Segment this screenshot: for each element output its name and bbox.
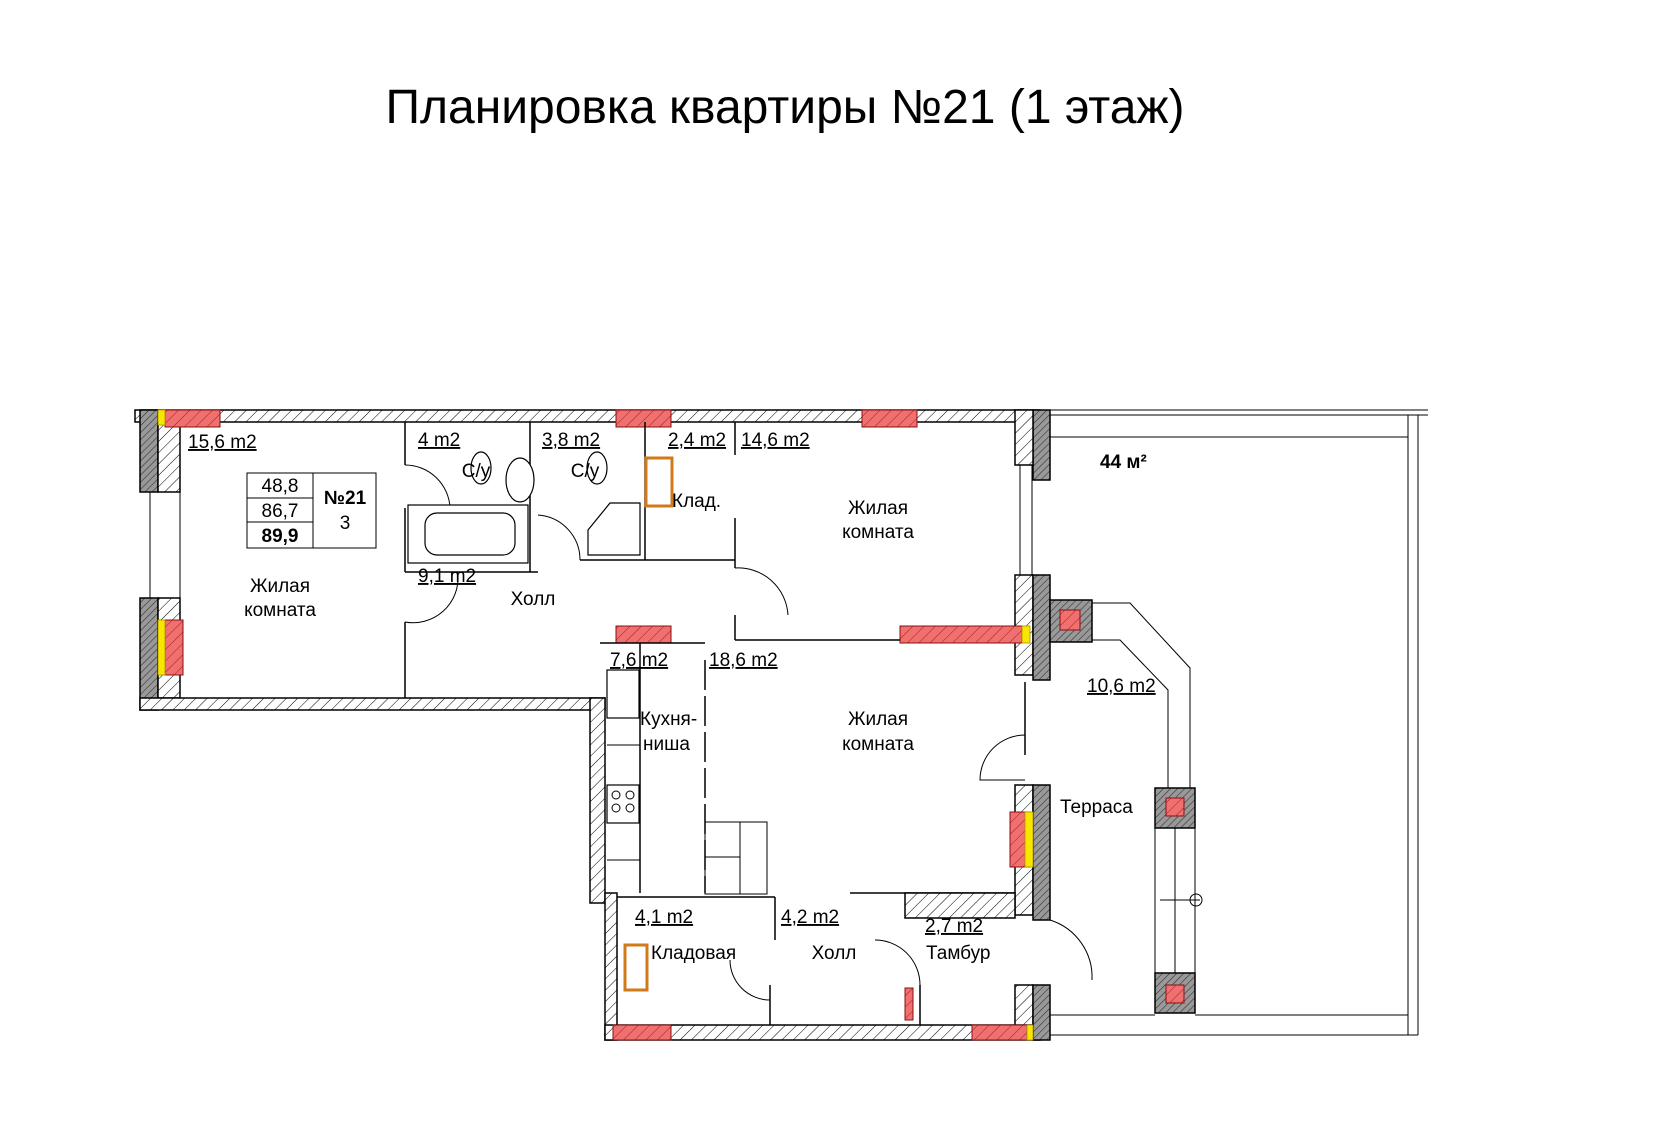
total-with-terrace-value: 89,9 [262, 526, 299, 547]
kitchen-sink-icon [606, 669, 640, 719]
stove-icon [606, 784, 640, 824]
area-labels: 15,6 m2 4 m2 3,8 m2 2,4 m2 14,6 m2 9,1 m… [188, 430, 1156, 937]
rooms-count: 3 [340, 513, 351, 534]
toilet-icon [586, 451, 608, 485]
area-label: 3,8 m2 [542, 430, 600, 451]
room-name: Кладовая [651, 943, 736, 964]
room-labels: Жилая комната С/у С/у Клад. Жилая комнат… [244, 461, 1133, 964]
area-label: 10,6 m2 [1087, 676, 1156, 697]
area-label: 4,1 m2 [635, 907, 693, 928]
sink-icon [505, 457, 535, 503]
page-title: Планировка квартиры №21 (1 этаж) [385, 81, 1185, 134]
fixtures [407, 451, 768, 992]
area-label: 14,6 m2 [741, 430, 810, 451]
area-label: 2,7 m2 [925, 916, 983, 937]
interior-walls [404, 422, 1026, 1025]
room-name: комната [244, 600, 316, 621]
terrace-total-area: 44 м² [1100, 452, 1147, 473]
room-name: Терраса [1060, 797, 1133, 818]
room-name: комната [842, 734, 914, 755]
room-name: ниша [643, 734, 690, 755]
room-name: С/у [462, 461, 491, 482]
storage-cabinet-icon [623, 943, 649, 992]
area-label: 4 m2 [418, 430, 460, 451]
area-label: 9,1 m2 [418, 566, 476, 587]
room-name: Жилая [848, 498, 908, 519]
total-area-value: 86,7 [262, 501, 299, 522]
windows [157, 409, 1034, 1041]
living-area-value: 48,8 [262, 476, 299, 497]
doors [404, 464, 1093, 1001]
terrace: 44 м² [1049, 409, 1428, 1036]
room-name: комната [842, 522, 914, 543]
room-name: Холл [511, 589, 556, 610]
room-name: Тамбур [926, 943, 991, 964]
apartment-number: №21 [324, 488, 367, 509]
room-name: Жилая [250, 576, 310, 597]
shower-icon [587, 502, 641, 556]
area-label: 2,4 m2 [668, 430, 726, 451]
toilet-icon [470, 451, 492, 485]
room-name: Клад. [672, 491, 721, 512]
room-name: С/у [571, 461, 600, 482]
area-label: 4,2 m2 [781, 907, 839, 928]
storage-cabinet-icon [644, 456, 674, 508]
room-name: Холл [812, 943, 857, 964]
area-label: 18,6 m2 [709, 650, 778, 671]
apartment-info-table: 48,8 86,7 89,9 №21 3 [246, 472, 377, 549]
area-label: 7,6 m2 [610, 650, 668, 671]
area-label: 15,6 m2 [188, 432, 257, 453]
room-name: Жилая [848, 709, 908, 730]
room-name: Кухня- [640, 709, 697, 730]
